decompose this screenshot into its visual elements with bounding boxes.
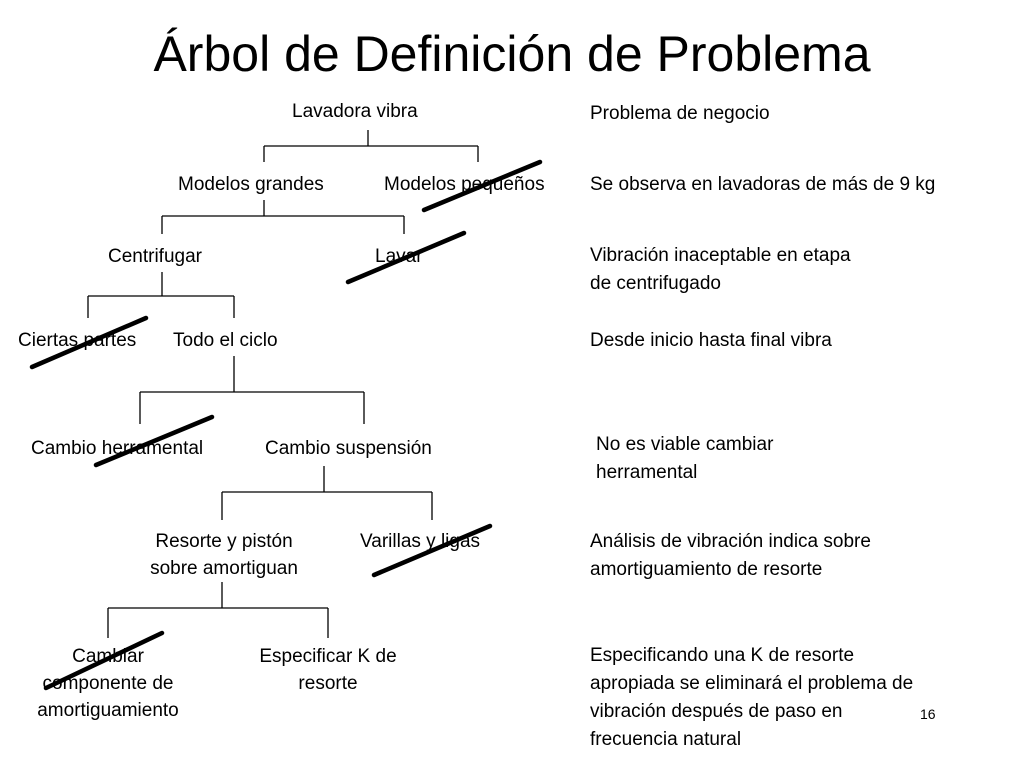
note-herramental: No es viable cambiar herramental <box>596 434 774 483</box>
node-cambio-herramental: Cambio herramental <box>31 438 204 459</box>
node-cambio-suspension: Cambio suspensión <box>265 438 432 459</box>
node-modelos-grandes: Modelos grandes <box>178 174 324 195</box>
strike-line-cambio-herramental <box>93 414 215 468</box>
page-number: 16 <box>920 706 936 722</box>
note-especificando-k: Especificando una K de resorte apropiada… <box>590 645 914 750</box>
node-modelos-pequenos: Modelos pequeños <box>384 174 545 195</box>
node-lavadora-vibra: Lavadora vibra <box>292 101 418 122</box>
note-vibracion-centrifugado: Vibración inaceptable en etapa de centri… <box>590 245 851 294</box>
node-lavar: Lavar <box>375 246 423 267</box>
node-centrifugar: Centrifugar <box>108 246 202 267</box>
note-inicio-final: Desde inicio hasta final vibra <box>590 330 832 351</box>
node-especificar-k: Especificar K de resorte <box>259 646 397 694</box>
strike-line-cambiar-componente <box>43 630 165 691</box>
node-cambiar-componente: Cambiar componente de amortiguamiento <box>37 646 179 721</box>
node-varillas-ligas: Varillas y ligas <box>360 531 481 552</box>
node-resorte-piston: Resorte y pistón sobre amortiguan <box>150 531 298 579</box>
strike-line-varillas-ligas <box>371 523 493 578</box>
note-analisis-vibracion: Análisis de vibración indica sobre amort… <box>590 531 871 580</box>
note-lavadoras-9kg: Se observa en lavadoras de más de 9 kg <box>590 174 936 195</box>
node-todo-el-ciclo: Todo el ciclo <box>173 330 278 351</box>
page-title: Árbol de Definición de Problema <box>153 26 871 82</box>
strike-line-lavar <box>345 230 467 285</box>
node-ciertas-partes: Ciertas partes <box>18 330 137 351</box>
strike-line-modelos-pequenos <box>421 159 543 213</box>
strike-line-ciertas-partes <box>29 315 149 370</box>
note-problema-negocio: Problema de negocio <box>590 103 770 124</box>
